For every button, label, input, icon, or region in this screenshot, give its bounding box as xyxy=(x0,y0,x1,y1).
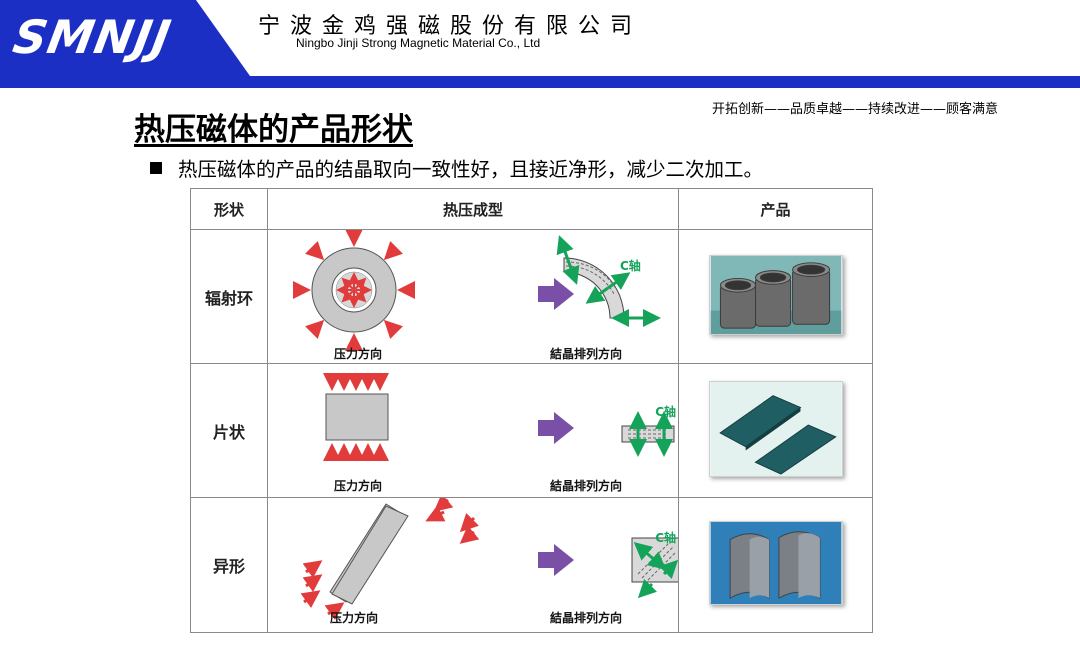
bullet-text: 热压磁体的产品的结晶取向一致性好，且接近净形，减少二次加工。 xyxy=(178,158,764,181)
irregular-diagram: 压力方向 C轴 結晶排列方向 xyxy=(300,498,678,625)
plate-block-icon xyxy=(325,393,389,441)
header-shape: 形状 xyxy=(190,188,268,230)
table-header-row: 形状 热压成型 产品 xyxy=(190,188,873,230)
c-axis-arrows-icon xyxy=(633,542,678,599)
table-row: 异形 压力方向 xyxy=(190,497,873,633)
crystal-caption: 結晶排列方向 xyxy=(550,610,622,625)
process-arrow-icon xyxy=(538,544,574,576)
rhombus-face-icon xyxy=(331,505,409,605)
shape-label: 辐射环 xyxy=(190,229,268,364)
process-arrow-icon xyxy=(538,278,574,310)
product-cell xyxy=(678,497,873,633)
process-diagram-plate: 压力方向 C轴 結晶排列方向 xyxy=(267,363,679,498)
crystal-arc-icon xyxy=(563,257,625,319)
pressure-arrows-icon xyxy=(293,230,415,351)
shape-label: 异形 xyxy=(190,497,268,633)
radial-ring-diagram: 压力方向 C轴 結晶排列方向 xyxy=(293,230,661,361)
pressure-arrows-icon xyxy=(323,373,389,461)
c-axis-label: C轴 xyxy=(620,258,641,273)
c-axis-label: C轴 xyxy=(655,404,676,419)
product-cell xyxy=(678,229,873,364)
crystal-plate-icon xyxy=(621,425,675,443)
page-title: 热压磁体的产品形状 xyxy=(134,112,413,148)
company-name-cn: 宁波金鸡强磁股份有限公司 xyxy=(258,14,643,39)
c-axis-arrows-icon xyxy=(556,235,661,327)
logo-text: SMNJJ xyxy=(9,10,176,64)
bullet-square-icon xyxy=(150,162,162,174)
company-name-en: Ningbo Jinji Strong Magnetic Material Co… xyxy=(296,36,541,50)
company-logo: SMNJJ xyxy=(0,0,250,76)
table-row: 辐射环 xyxy=(190,229,873,364)
flat-plate-magnets-photo xyxy=(708,380,843,477)
shape-label: 片状 xyxy=(190,363,268,498)
page-header: SMNJJ 宁波金鸡强磁股份有限公司 Ningbo Jinji Strong M… xyxy=(0,0,1080,88)
slogan: 开拓创新——品质卓越——持续改进——顾客满意 xyxy=(712,102,999,117)
header-product: 产品 xyxy=(678,188,873,230)
pressure-caption: 压力方向 xyxy=(334,478,382,493)
header-hot-press: 热压成型 xyxy=(267,188,679,230)
pressure-caption: 压力方向 xyxy=(334,346,382,361)
crystal-caption: 結晶排列方向 xyxy=(550,346,622,361)
header-bar xyxy=(0,76,1080,88)
table-row: 片状 xyxy=(190,363,873,498)
shape-table: 形状 热压成型 产品 辐射环 xyxy=(190,188,873,633)
process-diagram-radial: 压力方向 C轴 結晶排列方向 xyxy=(267,229,679,364)
process-diagram-irregular: 压力方向 C轴 結晶排列方向 xyxy=(267,497,679,633)
shape-table-grid: 形状 热压成型 产品 辐射环 xyxy=(190,188,873,633)
c-axis-arrows-icon xyxy=(629,411,673,457)
radial-ring-magnets-photo xyxy=(708,254,843,335)
pressure-arrows-icon xyxy=(300,498,480,621)
bullet-point: 热压磁体的产品的结晶取向一致性好，且接近净形，减少二次加工。 xyxy=(150,153,763,182)
arc-segment-magnets-photo xyxy=(708,521,843,605)
crystal-caption: 結晶排列方向 xyxy=(550,478,622,493)
pressure-caption: 压力方向 xyxy=(330,610,378,625)
process-arrow-icon xyxy=(538,412,574,444)
plate-diagram: 压力方向 C轴 結晶排列方向 xyxy=(323,373,676,493)
product-cell xyxy=(678,363,873,498)
c-axis-label: C轴 xyxy=(655,530,676,545)
inner-arrows-icon xyxy=(336,272,372,308)
